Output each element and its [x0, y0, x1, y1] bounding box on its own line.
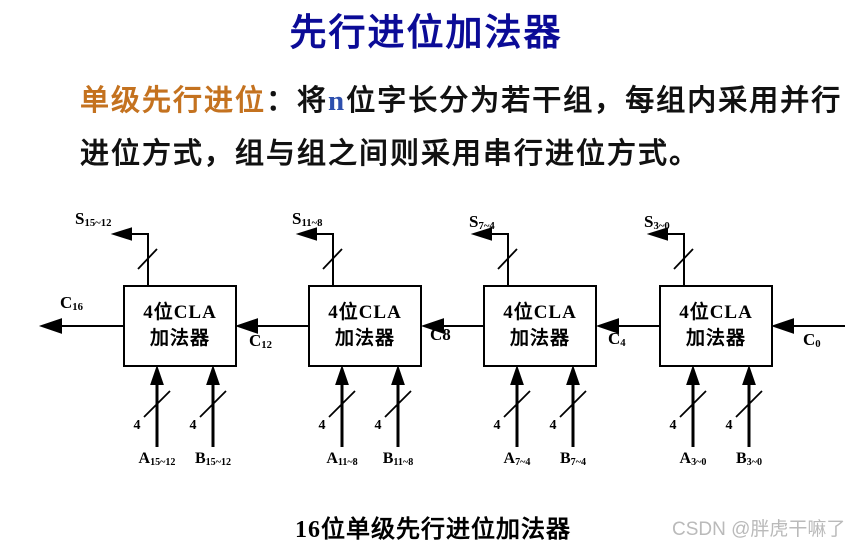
sum-arrow-s11-8	[295, 227, 343, 285]
carry-label-c8: C8	[430, 325, 451, 344]
sum-output-label: S11~8	[292, 209, 323, 229]
operand-arrows-stage2	[328, 364, 412, 447]
carry-label-c12: C12	[249, 331, 272, 351]
box-label-line1: 4位CLA	[143, 302, 217, 323]
page-title: 先行进位加法器	[289, 13, 563, 54]
carry-arrow-c16	[38, 318, 123, 334]
bus-width-label: 4	[133, 418, 141, 433]
operand-arrows-stage1	[143, 364, 227, 447]
operand-a-label: A11~8	[326, 450, 358, 468]
sum-arrow-s15-12	[110, 227, 158, 285]
intro-line-2: 进位方式，组与组之间则采用串行进位方式。	[80, 138, 701, 170]
carry-arrow-c4	[595, 318, 659, 334]
operand-b-label: B7~4	[560, 450, 586, 468]
operand-a-label: A7~4	[503, 450, 531, 468]
operand-arrows-stage3	[503, 364, 587, 447]
watermark: CSDN @胖虎干嘛了	[672, 519, 846, 540]
cla-adder-box: 4位CLA 加法器	[483, 285, 597, 367]
carry-arrow-c0	[770, 318, 845, 334]
cla-adder-box: 4位CLA 加法器	[659, 285, 773, 367]
bus-width-label: 4	[318, 418, 326, 433]
box-label-line2: 加法器	[334, 328, 395, 349]
cla-adder-box: 4位CLA 加法器	[308, 285, 422, 367]
carry-arrow-c8	[420, 318, 483, 334]
bus-width-label: 4	[493, 418, 501, 433]
bus-width-label: 4	[189, 418, 197, 433]
operand-arrows-stage4	[679, 364, 763, 447]
operand-b-label: B11~8	[382, 450, 414, 468]
intro-line-1: 单级先行进位：将n位字长分为若干组，每组内采用并行	[80, 77, 842, 119]
variable-n: n	[328, 85, 347, 117]
box-label-line1: 4位CLA	[503, 302, 577, 323]
intro-line1-rest: 位字长分为若干组，每组内采用并行	[346, 85, 843, 117]
cla-adder-box: 4位CLA 加法器	[123, 285, 237, 367]
box-label-line2: 加法器	[509, 328, 570, 349]
carry-label-c4: C4	[608, 329, 626, 349]
box-label-line1: 4位CLA	[679, 302, 753, 323]
sum-output-label: S15~12	[75, 209, 112, 229]
operand-b-label: B15~12	[194, 450, 232, 468]
bus-width-label: 4	[725, 418, 733, 433]
operand-a-label: A15~12	[138, 450, 176, 468]
carry-arrow-c12	[234, 318, 308, 334]
operand-a-label: A3~0	[679, 450, 707, 468]
bus-width-label: 4	[669, 418, 677, 433]
intro-before-n: 将	[297, 85, 329, 117]
term-colon: ：	[266, 85, 298, 117]
sum-output-label: S3~0	[644, 212, 670, 232]
bus-width-label: 4	[549, 418, 557, 433]
figure-caption: 16位单级先行进位加法器	[295, 517, 571, 543]
box-label-line2: 加法器	[149, 328, 210, 349]
carry-label-c16: C16	[60, 293, 83, 313]
box-label-line2: 加法器	[685, 328, 746, 349]
carry-label-c0: C0	[803, 330, 821, 350]
term-highlight: 单级先行进位	[80, 85, 267, 117]
operand-b-label: B3~0	[736, 450, 762, 468]
sum-arrow-s3-0	[646, 227, 694, 285]
sum-output-label: S7~4	[469, 212, 495, 232]
box-label-line1: 4位CLA	[328, 302, 402, 323]
bus-width-label: 4	[374, 418, 382, 433]
sum-arrow-s7-4	[470, 227, 518, 285]
